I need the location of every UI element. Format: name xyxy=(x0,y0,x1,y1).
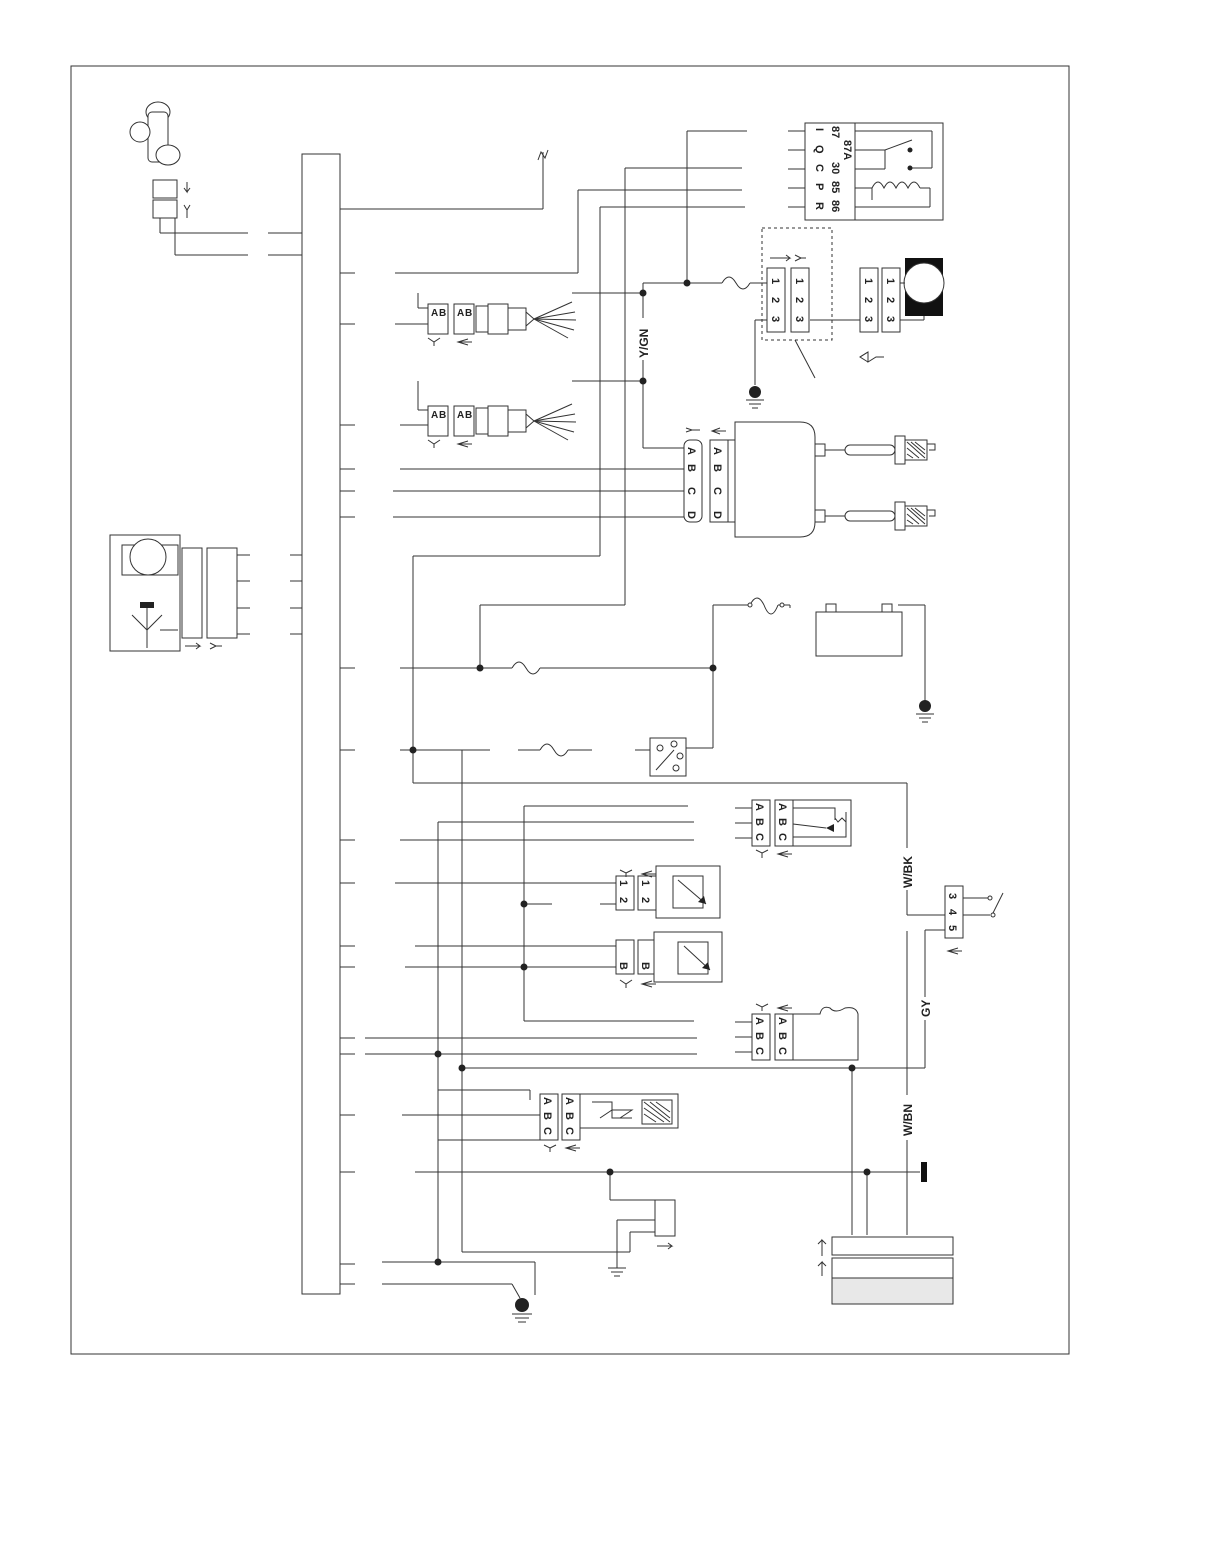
coil-pin-d2: D xyxy=(711,511,723,519)
coil-pin-a2: A xyxy=(711,447,723,455)
battery-icon xyxy=(747,602,903,657)
throttle-position-sensor: A B C A B C xyxy=(735,799,852,858)
relay-pin-86: 86 xyxy=(829,200,841,212)
inj1-pin-a2: A xyxy=(457,308,464,319)
tps-pin-b2: B xyxy=(776,818,788,826)
inj1-pin-b: B xyxy=(439,308,446,319)
cts-pin-1b: 1 xyxy=(639,880,651,886)
ignition-switch-icon xyxy=(649,737,687,777)
sidestand-sensor xyxy=(654,1199,676,1250)
wire-label-wbn: W/BN xyxy=(901,1104,915,1136)
inj2-pin-b: B xyxy=(439,410,446,421)
tps-pin-b1: B xyxy=(753,818,765,826)
motor-pin-1a: 1 xyxy=(862,278,874,284)
inj1-pin-b2: B xyxy=(465,308,472,319)
sw-pin-4: 4 xyxy=(946,909,958,916)
injector-2: A B A B xyxy=(427,403,577,448)
coil-pin-c1: C xyxy=(685,487,697,495)
inj2-pin-b2: B xyxy=(465,410,472,421)
ats-pin-b1: B xyxy=(617,962,629,970)
motor-pin-2a: 2 xyxy=(862,297,874,303)
wire-labels: Y/GN W/BK GY W/BN xyxy=(636,320,933,1138)
ecu-connector-block xyxy=(301,153,341,1295)
fan-connector: 1 2 3 1 2 3 xyxy=(761,227,833,341)
motor-pin-1b: 1 xyxy=(884,278,896,284)
relay-pin-r: R xyxy=(813,202,825,210)
inj2-pin-a: A xyxy=(431,410,438,421)
tps-pin-a2: A xyxy=(776,803,788,811)
fan-pin-1a: 1 xyxy=(769,278,781,284)
cts-pin-2a: 2 xyxy=(617,897,629,903)
wire-label-ygn: Y/GN xyxy=(637,329,651,358)
coil-pin-d1: D xyxy=(685,511,697,519)
map-pin-a1: A xyxy=(753,1017,765,1025)
fan-pin-3b: 3 xyxy=(793,316,805,322)
motor-pin-2b: 2 xyxy=(884,297,896,303)
vss-pin-c2: C xyxy=(563,1127,575,1135)
relay-pin-87: 87 xyxy=(829,126,841,138)
fan-motor-icon: 1 2 3 1 2 3 xyxy=(859,258,945,363)
ground-terminal xyxy=(921,1162,927,1182)
ground-icons xyxy=(512,386,934,1323)
diagram-frame xyxy=(70,65,1070,1355)
fan-pin-2b: 2 xyxy=(793,297,805,303)
fan-pin-3a: 3 xyxy=(769,316,781,322)
cts-pin-1a: 1 xyxy=(617,880,629,886)
cts-pin-2b: 2 xyxy=(639,897,651,903)
throttle-body-icon xyxy=(109,534,250,652)
fan-pin-2a: 2 xyxy=(769,297,781,303)
relay-pin-30: 30 xyxy=(829,162,841,174)
map-pin-c1: C xyxy=(753,1047,765,1055)
junction-dots xyxy=(409,279,871,1266)
relay-pin-85: 85 xyxy=(829,181,841,193)
relay-pin-i: I xyxy=(813,128,825,131)
motor-pin-3a: 3 xyxy=(862,316,874,322)
tps-pin-a1: A xyxy=(753,803,765,811)
coil-pin-a1: A xyxy=(685,447,697,455)
vss-pin-c1: C xyxy=(541,1127,553,1135)
relay: I Q C P R 87 87A 30 85 86 xyxy=(788,122,944,221)
relay-pin-87a: 87A xyxy=(841,140,853,160)
relay-pin-q: Q xyxy=(813,145,825,154)
sw-pin-5: 5 xyxy=(946,925,958,931)
tps-pin-c1: C xyxy=(753,833,765,841)
tps-pin-c2: C xyxy=(776,833,788,841)
diagnostic-module xyxy=(817,1236,954,1305)
map-pin-a2: A xyxy=(776,1017,788,1025)
motor-pin-3b: 3 xyxy=(884,316,896,322)
air-temp-sensor: B B xyxy=(615,931,723,988)
coil-pin-b1: B xyxy=(685,464,697,472)
vss-pin-a1: A xyxy=(541,1097,553,1105)
ats-pin-b2: B xyxy=(639,962,651,970)
map-pin-b2: B xyxy=(776,1032,788,1040)
harness-wires xyxy=(365,130,945,1299)
inj2-pin-a2: A xyxy=(457,410,464,421)
relay-pin-p: P xyxy=(813,183,825,190)
crank-sensor-icon xyxy=(129,101,248,256)
inj1-pin-a: A xyxy=(431,308,438,319)
relay-pin-c: C xyxy=(813,164,825,172)
coil-pin-c2: C xyxy=(711,487,723,495)
ignition-coil: A B C D A B C D xyxy=(683,421,936,538)
map-pin-b1: B xyxy=(753,1032,765,1040)
fan-pin-1b: 1 xyxy=(793,278,805,284)
injector-1: A B A B xyxy=(427,301,577,346)
coil-pin-b2: B xyxy=(711,464,723,472)
stop-switch: 3 4 5 xyxy=(944,885,1004,955)
vss-pin-a2: A xyxy=(563,1097,575,1105)
map-pin-c2: C xyxy=(776,1047,788,1055)
wire-label-wbk: W/BK xyxy=(901,856,915,888)
sw-pin-3: 3 xyxy=(946,893,958,899)
vss-pin-b2: B xyxy=(563,1112,575,1120)
wire-label-gy: GY xyxy=(919,1000,933,1017)
coolant-temp-sensor: 1 2 1 2 xyxy=(615,865,721,919)
map-sensor: A B C A B C xyxy=(735,1003,859,1061)
speed-sensor: A B C A B C xyxy=(539,1093,679,1152)
ecu-pin-stubs xyxy=(268,149,549,1285)
vss-pin-b1: B xyxy=(541,1112,553,1120)
